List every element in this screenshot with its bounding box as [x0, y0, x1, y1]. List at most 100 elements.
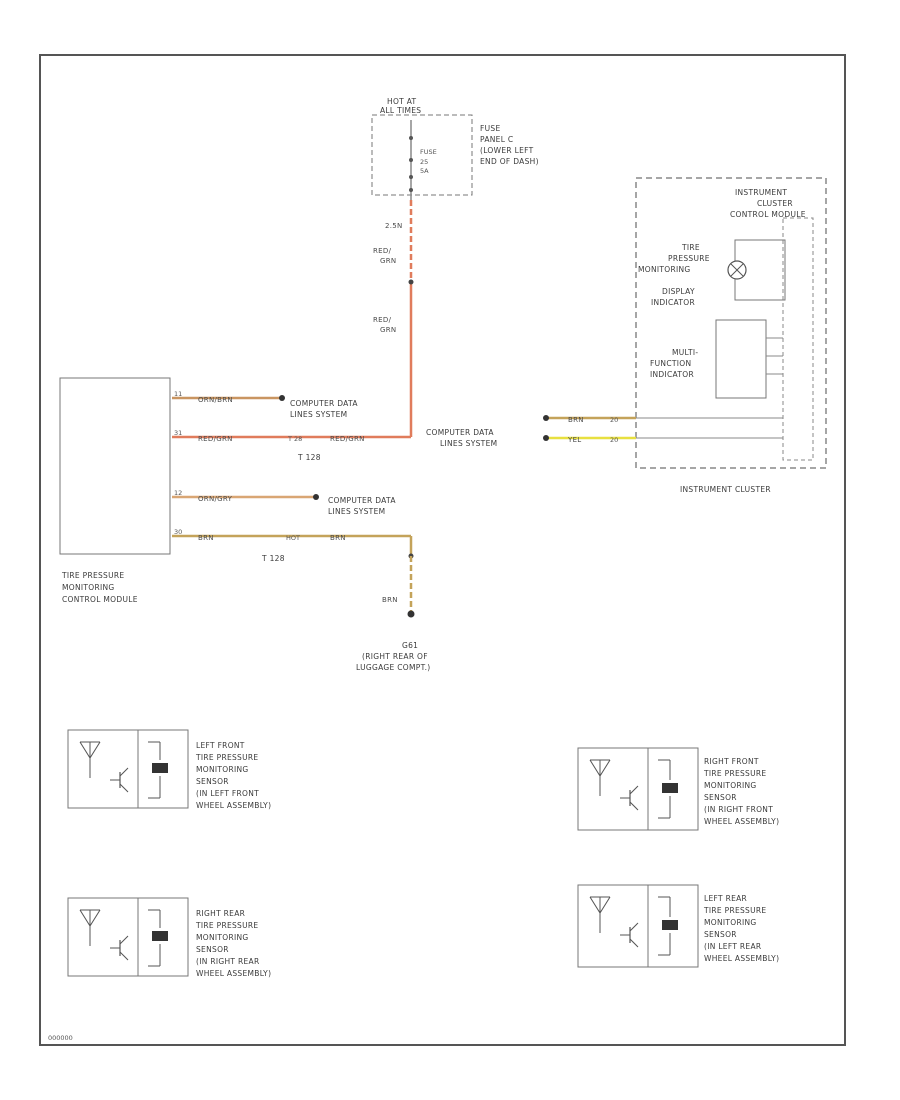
- cdl-label: COMPUTER DATA: [290, 399, 358, 408]
- sensor-left-rear: LEFT REAR TIRE PRESSURE MONITORING SENSO…: [577, 884, 779, 968]
- sensor-label: SENSOR: [704, 930, 737, 939]
- pressure-switch-icon: [658, 896, 678, 956]
- transistor-icon: [110, 767, 129, 793]
- sensor-label: (IN RIGHT REAR: [196, 957, 259, 966]
- sensor-label: TIRE PRESSURE: [703, 769, 766, 778]
- sensor-label: SENSOR: [704, 793, 737, 802]
- hot-at-label: HOT AT: [387, 97, 417, 106]
- wire-color-label: RED/GRN: [198, 435, 233, 443]
- connector-label: T 128: [261, 554, 285, 563]
- tire-indicator-label: MONITORING: [638, 265, 691, 274]
- cdl-label: LINES SYSTEM: [328, 507, 385, 516]
- mfi-label: FUNCTION: [650, 359, 691, 368]
- tpm-module-label: MONITORING: [62, 583, 115, 592]
- sensor-right-front: RIGHT FRONT TIRE PRESSURE MONITORING SEN…: [577, 747, 779, 831]
- fuse-panel-label: END OF DASH): [480, 157, 539, 166]
- sensor-label: TIRE PRESSURE: [195, 753, 258, 762]
- pin-label: 20: [610, 436, 618, 444]
- diagram-code: 000000: [48, 1034, 73, 1042]
- transistor-icon: [620, 785, 639, 811]
- connector-label: T 128: [297, 453, 321, 462]
- wire-color-label: BRN: [198, 534, 214, 542]
- cdl-label: LINES SYSTEM: [440, 439, 497, 448]
- antenna-icon: [79, 741, 101, 778]
- instrument-cluster-label: INSTRUMENT CLUSTER: [680, 485, 771, 494]
- sensor-right-rear: RIGHT REAR TIRE PRESSURE MONITORING SENS…: [67, 897, 271, 978]
- antenna-icon: [589, 896, 611, 933]
- sensor-label: TIRE PRESSURE: [195, 921, 258, 930]
- sensor-label: RIGHT FRONT: [704, 757, 759, 766]
- wire-color-label: BRN: [330, 534, 346, 542]
- sensor-label: MONITORING: [704, 918, 757, 927]
- circuit-2.5n-label: 2.5N: [385, 222, 403, 230]
- sensor-label: LEFT FRONT: [196, 741, 245, 750]
- sensor-label: TIRE PRESSURE: [703, 906, 766, 915]
- transistor-icon: [110, 935, 129, 961]
- all-times-label: ALL TIMES: [380, 106, 421, 115]
- wire-color-label: ORN/BRN: [198, 396, 233, 404]
- ic-control-label: CLUSTER: [757, 199, 793, 208]
- ref-label: HOT: [286, 534, 300, 542]
- wire-color-label: RED/: [373, 316, 392, 324]
- red-grn-vertical-wire: 2.5N RED/ GRN RED/ GRN: [373, 200, 414, 437]
- connector-label: T 28: [287, 435, 302, 443]
- sensor-label: MONITORING: [196, 765, 249, 774]
- tire-indicator-label: PRESSURE: [668, 254, 710, 263]
- cdl-label: COMPUTER DATA: [426, 428, 494, 437]
- sensor-label: MONITORING: [196, 933, 249, 942]
- tpm-module-label: TIRE PRESSURE: [61, 571, 124, 580]
- sensor-label: WHEEL ASSEMBLY): [196, 801, 271, 810]
- cdl-label: COMPUTER DATA: [328, 496, 396, 505]
- ic-wires: BRN 20 YEL 20 COMPUTER DATA LINES SYSTEM: [426, 415, 636, 448]
- wire-color-label: YEL: [567, 436, 582, 444]
- ground-label: (RIGHT REAR OF: [362, 652, 428, 661]
- tire-indicator-label: INDICATOR: [651, 298, 695, 307]
- sensor-label: WHEEL ASSEMBLY): [704, 954, 779, 963]
- sensor-label: (IN LEFT REAR: [704, 942, 761, 951]
- sensor-left-front: LEFT FRONT TIRE PRESSURE MONITORING SENS…: [67, 729, 271, 810]
- wire-brn-ground: 30 BRN HOT BRN T 128 BRN: [172, 528, 415, 618]
- sensor-label: WHEEL ASSEMBLY): [704, 817, 779, 826]
- fuse-box: HOT AT ALL TIMES FUSE 25 5A FUSE PANEL C…: [371, 97, 539, 200]
- wire-orn-gry: 12 ORN/GRY COMPUTER DATA LINES SYSTEM: [172, 489, 396, 516]
- diagram-frame: [39, 54, 846, 1046]
- transistor-icon: [620, 922, 639, 948]
- wire-color-label: BRN: [568, 416, 584, 424]
- mfi-label: MULTI-: [672, 348, 698, 357]
- wire-color-label: GRN: [380, 257, 396, 265]
- ic-control-label: CONTROL MODULE: [730, 210, 806, 219]
- pressure-switch-icon: [658, 759, 678, 819]
- wire-orn-brn: 11 ORN/BRN COMPUTER DATA LINES SYSTEM: [172, 390, 358, 419]
- sensor-label: (IN LEFT FRONT: [196, 789, 259, 798]
- fuse-label: FUSE: [420, 148, 437, 156]
- sensor-label: WHEEL ASSEMBLY): [196, 969, 271, 978]
- antenna-icon: [79, 909, 101, 946]
- pin-label: 31: [174, 429, 182, 437]
- wire-color-label: RED/: [373, 247, 392, 255]
- pin-label: 30: [174, 528, 182, 536]
- sensor-label: RIGHT REAR: [196, 909, 245, 918]
- fuse-panel-label: PANEL C: [480, 135, 513, 144]
- cdl-label: LINES SYSTEM: [290, 410, 347, 419]
- fuse-number: 25: [420, 158, 428, 166]
- wire-color-label: GRN: [380, 326, 396, 334]
- pressure-switch-icon: [148, 909, 168, 967]
- fuse-panel-label: FUSE: [480, 124, 501, 133]
- pin-label: 11: [174, 390, 182, 398]
- pin-label: 20: [610, 416, 618, 424]
- pressure-switch-icon: [148, 741, 168, 799]
- mfi-label: INDICATOR: [650, 370, 694, 379]
- fuse-panel-label: (LOWER LEFT: [480, 146, 534, 155]
- tire-indicator-label: TIRE: [681, 243, 700, 252]
- antenna-icon: [589, 759, 611, 796]
- ground-g61: G61 (RIGHT REAR OF LUGGAGE COMPT.): [356, 641, 431, 672]
- sensor-label: SENSOR: [196, 945, 229, 954]
- fuse-rating: 5A: [420, 167, 429, 175]
- ground-label: LUGGAGE COMPT.): [356, 663, 431, 672]
- tpm-control-module: TIRE PRESSURE MONITORING CONTROL MODULE: [59, 377, 171, 604]
- tpm-module-label: CONTROL MODULE: [62, 595, 138, 604]
- sensor-label: (IN RIGHT FRONT: [704, 805, 773, 814]
- pin-label: 12: [174, 489, 182, 497]
- tire-indicator-label: DISPLAY: [662, 287, 695, 296]
- sensor-label: MONITORING: [704, 781, 757, 790]
